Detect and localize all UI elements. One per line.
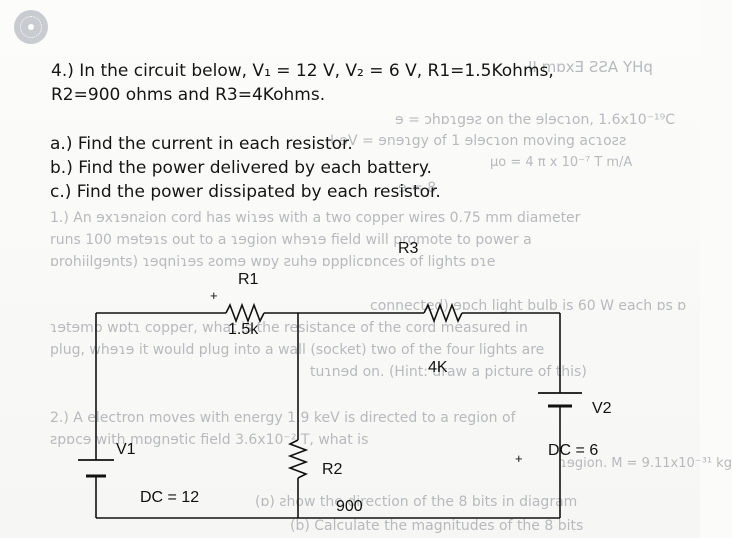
circuit-diagram: R1 + 1.5k R3 4K V2 + DC = 6 V1 DC = 12 R… (78, 240, 612, 519)
bleed-text: 1.) An ɘxɿɘnƨion cord has wiɿɘs with a t… (50, 210, 581, 226)
bleed-text: ɒrohiilgɘnts) ɿɘqniɿɘs ƨomɘ wɒy ƨuhɘ ɒpp… (50, 254, 496, 270)
v1-label: V1 (116, 441, 136, 458)
bleed-text: plug, whɘɿɘ it would plug into a wall (s… (50, 342, 545, 358)
resistor-r3-icon (423, 302, 463, 324)
r3-label: R3 (398, 240, 419, 257)
part-c-question: c.) Find the power dissipated by each re… (50, 182, 441, 202)
r1-value: 1.5k (228, 321, 259, 338)
v1-value: DC = 12 (140, 489, 199, 506)
part-a-question: a.) Find the current in each resistor. (50, 134, 353, 154)
v2-label: V2 (592, 400, 612, 417)
r3-value: 4K (428, 359, 448, 376)
bleed-text: (b) Calculate the magnitudes of the 8 bi… (290, 518, 584, 534)
bleed-text: ɿɘgion. M = 9.11x10⁻³¹ kg (560, 456, 732, 471)
bleed-text: µo = 4 π x 10⁻⁷ T m/A (490, 155, 633, 170)
bleed-text: tuɿnɘd on. (Hint: draw a picture of this… (310, 364, 587, 380)
bleed-text: ɘ = 8 (398, 180, 437, 196)
r1-label: R1 (238, 271, 259, 288)
site-logo-icon (14, 10, 48, 44)
resistor-r1-icon (225, 302, 265, 324)
bleed-text: connected) ɘɒch light bulb is 60 W each … (370, 298, 687, 314)
bleed-text: ɘ = ɔhɒɿgɘƨ on the ɘlɘcɿon, 1.6x10⁻¹⁹C (395, 112, 676, 128)
resistor-r2-icon (287, 439, 309, 479)
bleed-text: ɿɘtɘmɒ wɒtɿ copper, what is the resistan… (50, 320, 528, 336)
r2-value: 900 (336, 498, 363, 515)
bleed-text: II mɒxƎ ƧƧA YHq (528, 58, 653, 76)
bleed-text: (ɒ) ƨhow the direction of the 8 bits in … (255, 494, 578, 510)
r2-label: R2 (322, 461, 343, 478)
problem-intro-line-1: 4.) In the circuit below, V₁ = 12 V, V₂ … (51, 61, 554, 81)
v2-value: DC = 6 (548, 442, 598, 459)
r1-plus-sign: + (210, 288, 218, 303)
bleed-text: runs 100 mɘtɘɿs out to a ɿɘgion whɘɿɘ fi… (50, 232, 532, 248)
problem-intro-line-2: R2=900 ohms and R3=4Kohms. (51, 85, 326, 105)
v2-plus-sign: + (515, 451, 523, 466)
part-b-question: b.) Find the power delivered by each bat… (50, 158, 432, 178)
bleed-text: Ɩ ɘV = ɘnɘɿgy of 1 ɘlɘcɿon moving acɿoƨƨ (330, 133, 627, 149)
bleed-text: 2.) A electron moves with energy 1.9 keV… (50, 410, 516, 426)
